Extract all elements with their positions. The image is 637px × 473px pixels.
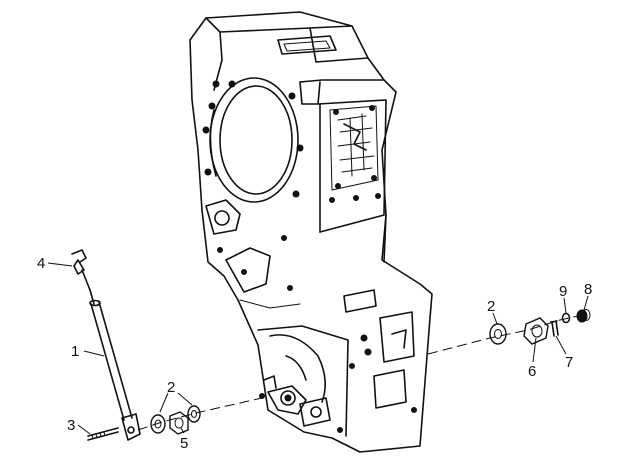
transmission-housing	[189, 11, 433, 453]
callout-5: 5	[180, 435, 188, 452]
leader-8	[583, 295, 589, 311]
callout-7: 7	[565, 354, 573, 371]
callout-6: 6	[528, 363, 536, 380]
plug-part-8	[576, 309, 591, 323]
leader-5	[180, 427, 185, 434]
washer-left-part-2a	[150, 414, 166, 434]
callout-2-right: 2	[487, 298, 495, 315]
callout-4: 4	[37, 255, 45, 272]
leader-2a-1	[159, 392, 169, 413]
nut-part-5	[169, 411, 189, 435]
callout-1: 1	[71, 343, 79, 360]
callout-2-left: 2	[167, 379, 175, 396]
leader-2a-2	[177, 392, 193, 406]
dipstick-handle-part-4	[71, 249, 91, 291]
washer-left-part-2b	[187, 405, 201, 423]
washer-right-part-2	[489, 323, 507, 345]
pin-part-7	[550, 320, 559, 337]
leader-7	[555, 335, 567, 355]
assembly-line-left	[137, 397, 263, 431]
leader-9	[563, 297, 567, 314]
leader-6	[532, 337, 537, 363]
main-bore	[202, 77, 304, 203]
oring-part-9	[561, 312, 571, 324]
callout-3: 3	[67, 417, 75, 434]
callout-8: 8	[584, 281, 592, 298]
assembly-line-right	[427, 315, 579, 355]
fitting-part-6	[523, 317, 549, 345]
callout-9: 9	[559, 283, 567, 300]
leader-2b	[492, 312, 498, 325]
leader-3	[77, 424, 91, 435]
leader-1	[83, 350, 105, 357]
bolt-part-3	[87, 427, 119, 441]
dipstick-tube-part-1	[89, 289, 141, 441]
valve-body	[329, 105, 381, 203]
leader-4	[47, 262, 73, 267]
